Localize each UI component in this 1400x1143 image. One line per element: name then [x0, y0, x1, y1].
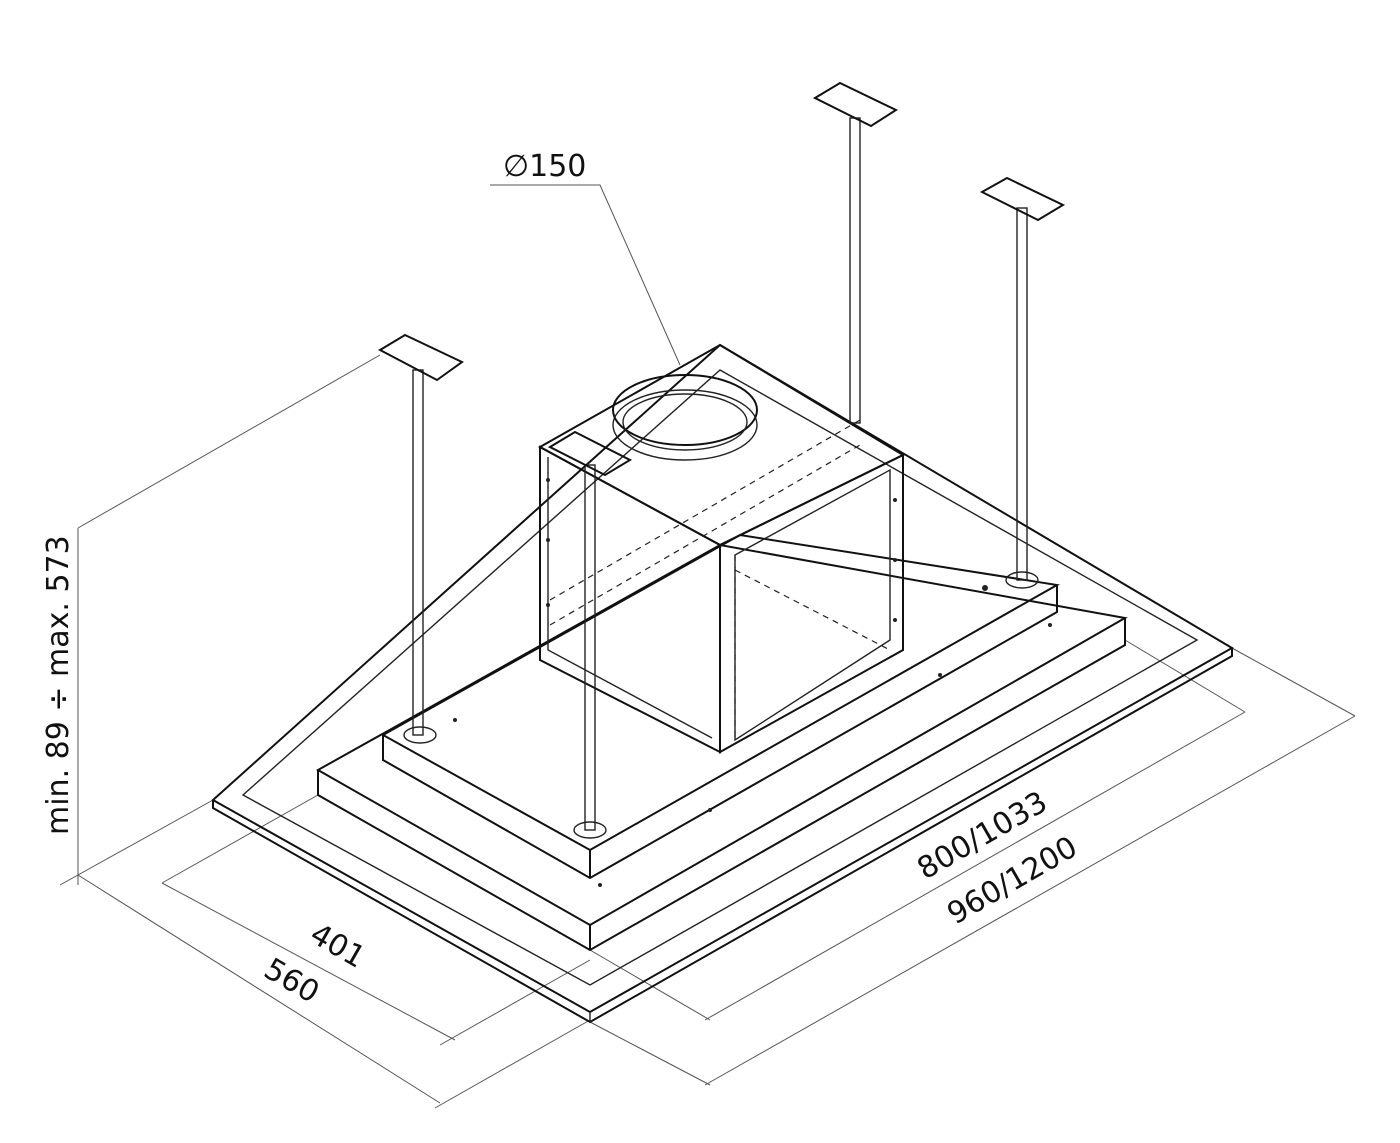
rod-3 — [812, 81, 899, 424]
duct-diameter-label: ∅150 — [503, 149, 586, 184]
duct-collar — [612, 374, 758, 461]
depth-outer-label: 560 — [258, 952, 325, 1011]
motor-box — [537, 343, 906, 754]
screw-holes — [453, 478, 1052, 887]
rod-4 — [979, 176, 1066, 589]
hood-base — [315, 533, 1128, 952]
glass-plate — [211, 343, 1234, 1024]
height-dimension-label: min. 89 ÷ max. 573 — [41, 535, 76, 835]
rod-1 — [377, 333, 464, 744]
dimension-lines — [59, 184, 1356, 1109]
depth-inner-label: 401 — [304, 917, 371, 976]
suspension-rods — [377, 81, 1066, 839]
rod-2 — [547, 430, 633, 839]
